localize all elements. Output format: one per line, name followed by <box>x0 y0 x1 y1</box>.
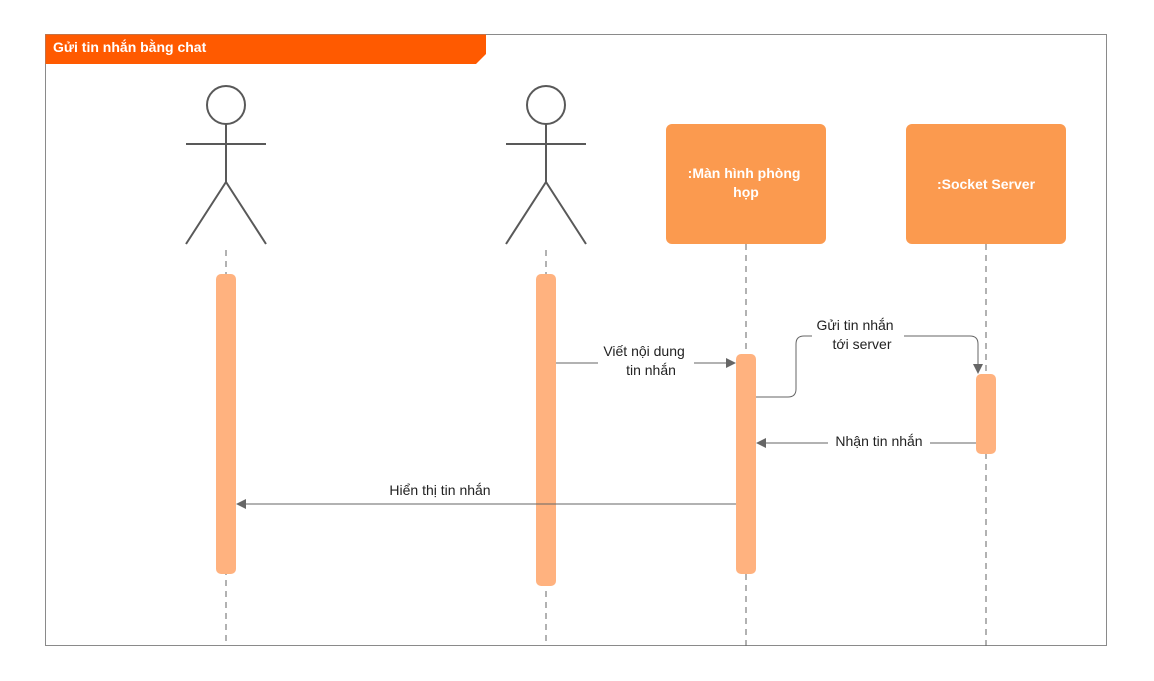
actor-1-figure <box>185 85 267 245</box>
msg-write-content-line-2: tin nhắn <box>626 362 676 378</box>
msg-write-content-line-1: Viết nội dung <box>603 343 684 359</box>
socket-server-box <box>906 124 1066 244</box>
meeting-screen-label-line-1: :Màn hình phòng <box>688 165 801 181</box>
actor-2-activation <box>536 274 556 586</box>
msg-send-to-server-label-bg <box>812 316 904 352</box>
socket-server-label-line-1: :Socket Server <box>937 176 1036 192</box>
msg-send-to-server-line-1: Gửi tin nhắn <box>817 317 894 333</box>
msg-send-to-server-label: Gửi tin nhắn tới server <box>817 317 898 352</box>
meeting-screen-box <box>666 124 826 244</box>
msg-write-content-label: Viết nội dung tin nhắn <box>603 343 688 378</box>
msg-receive-label: Nhận tin nhắn <box>835 433 922 449</box>
msg-display-label: Hiển thị tin nhắn <box>389 482 490 498</box>
socket-server-activation <box>976 374 996 454</box>
meeting-screen-activation <box>736 354 756 574</box>
msg-write-content-label-bg <box>598 342 694 378</box>
meeting-screen-label-line-2: họp <box>733 184 759 200</box>
frame-title: Gửi tin nhắn bằng chat <box>53 38 207 55</box>
frame-border <box>45 34 1107 646</box>
actor-1-activation <box>216 274 236 574</box>
actor-2-figure <box>505 85 587 245</box>
frame-header <box>45 34 486 64</box>
msg-send-to-server-arrow <box>756 335 983 398</box>
msg-receive-label-bg <box>828 432 930 452</box>
socket-server-label: :Socket Server <box>937 176 1036 192</box>
msg-send-to-server-line-2: tới server <box>833 336 892 352</box>
meeting-screen-label: :Màn hình phòng họp <box>688 165 805 200</box>
